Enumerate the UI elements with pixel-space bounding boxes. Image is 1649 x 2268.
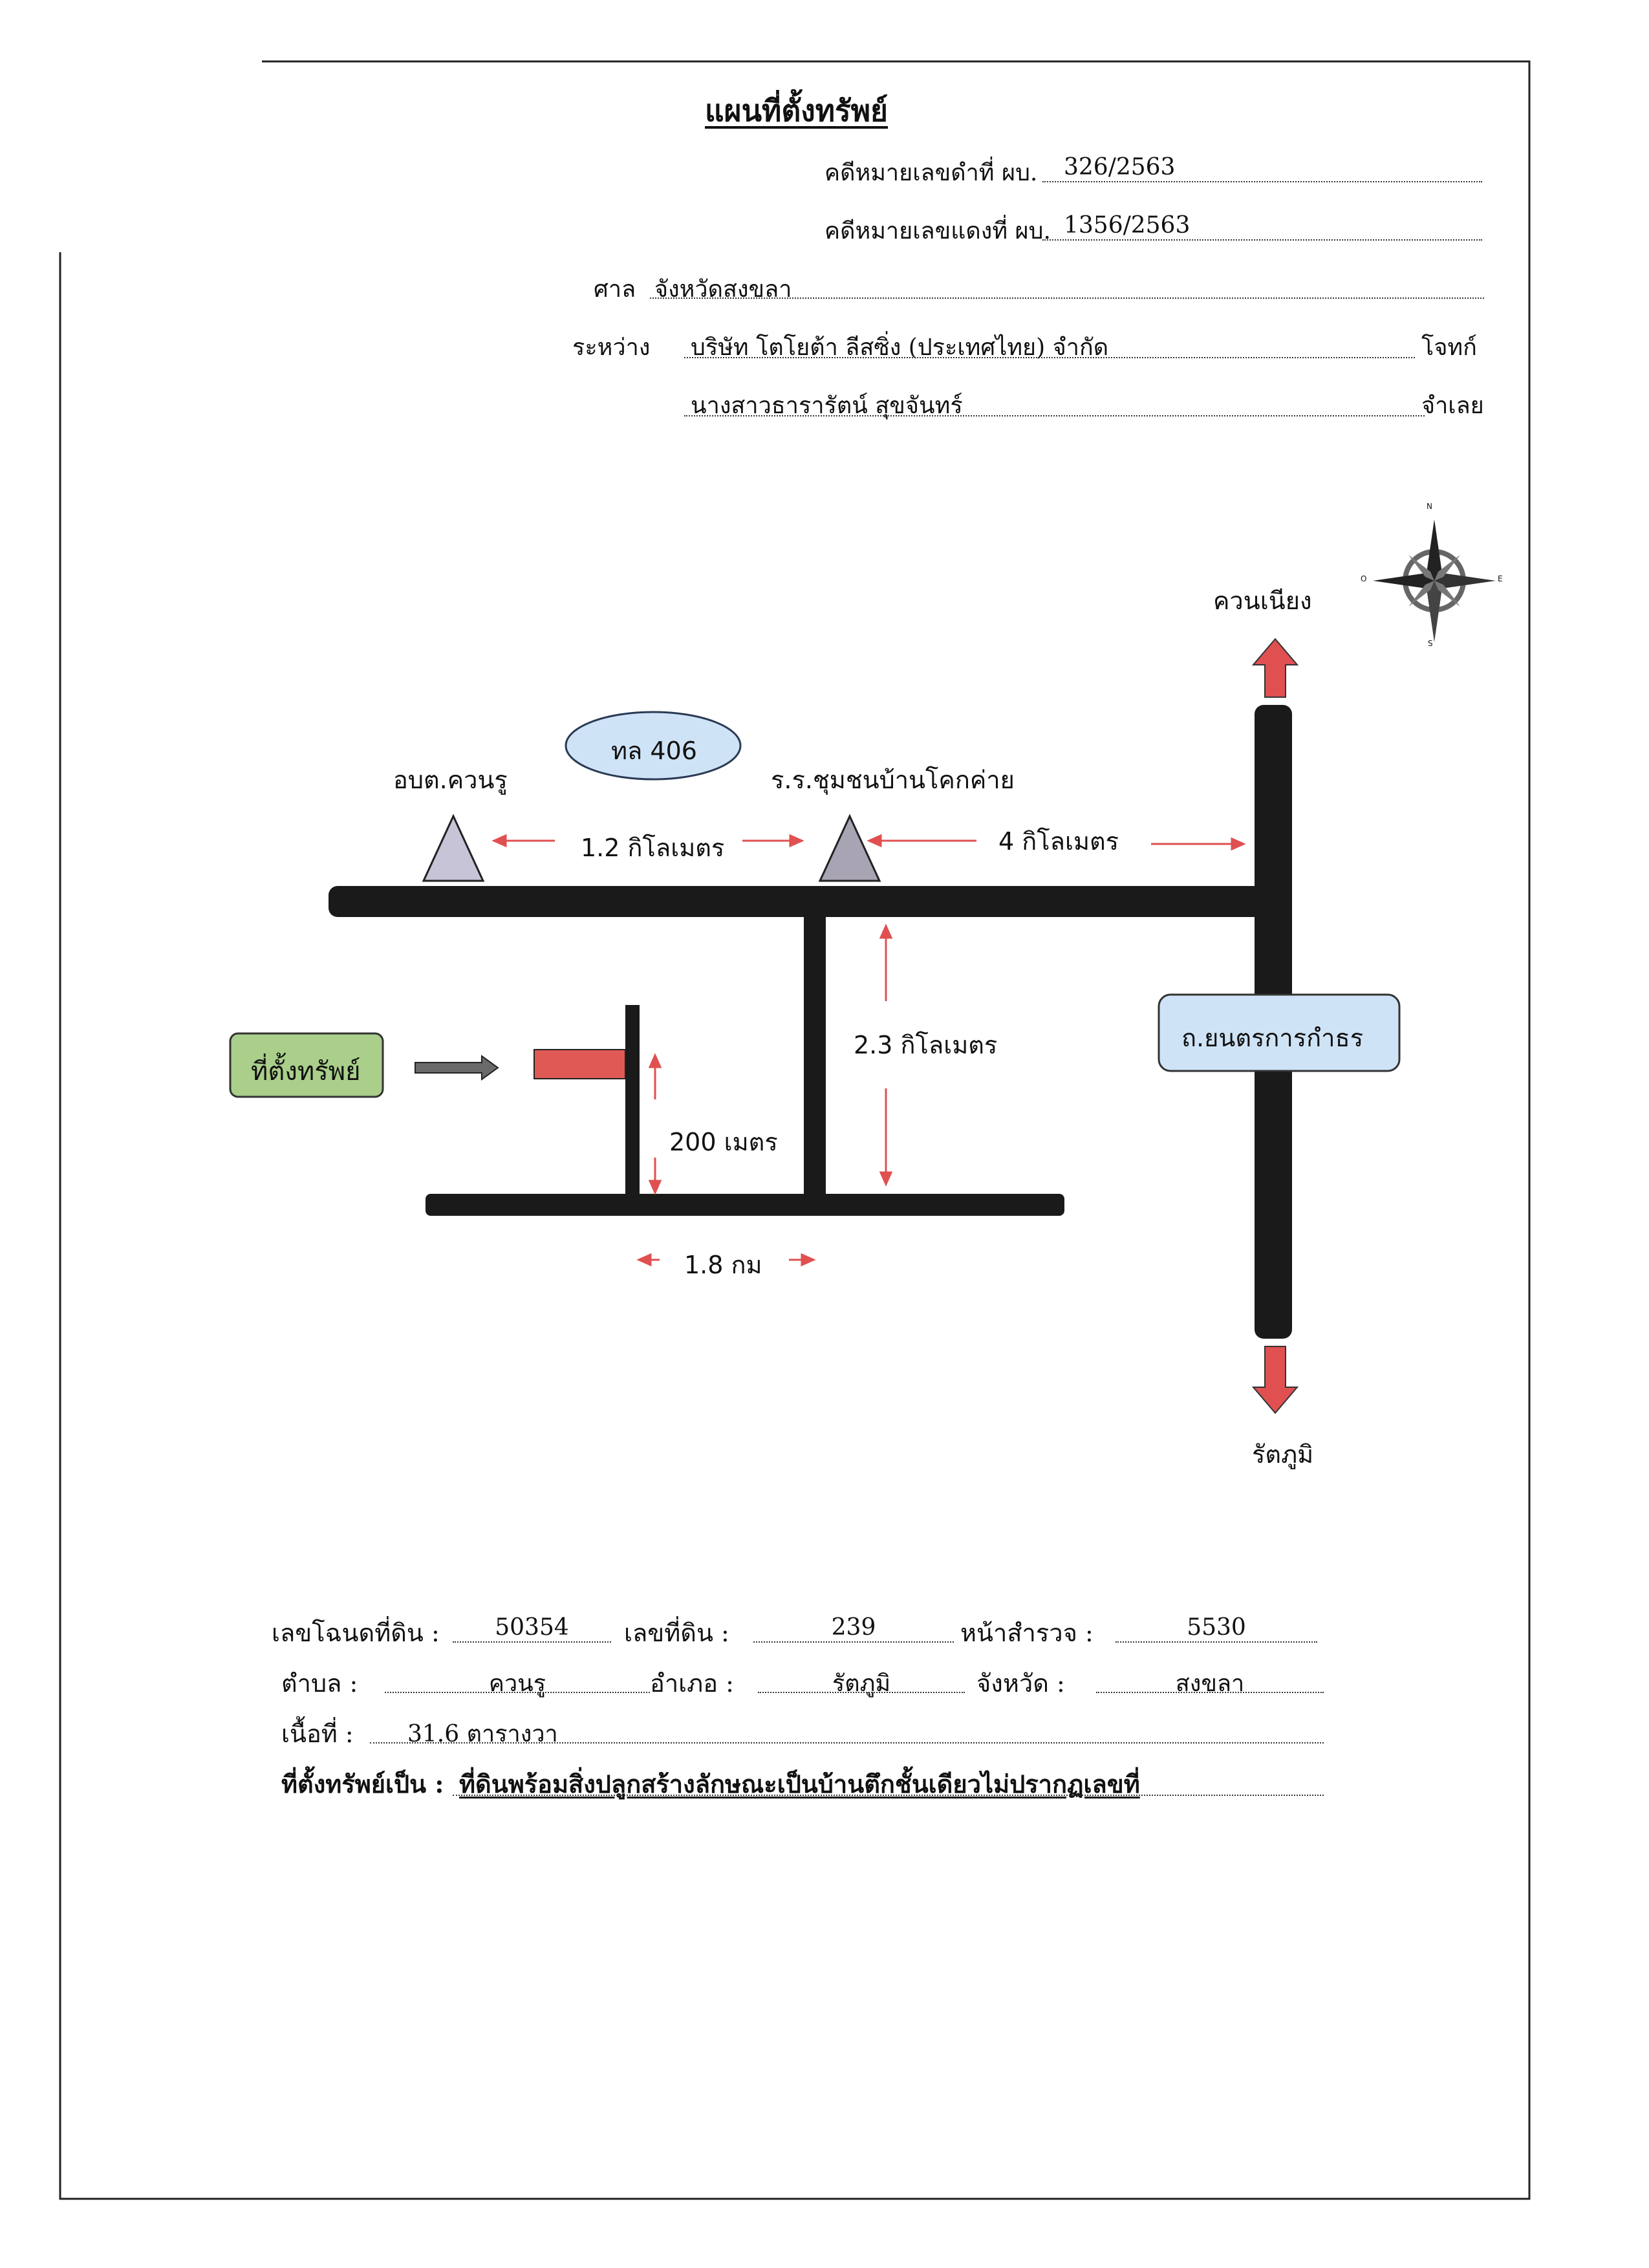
survey-page-value: 5530	[1187, 1614, 1246, 1641]
document-frame	[58, 58, 1533, 2202]
subdistrict-value: ควนรู	[488, 1670, 546, 1697]
defendant-role: จำเลย	[1421, 393, 1484, 419]
property-badge	[229, 1032, 384, 1098]
compass-e-label: E	[1498, 574, 1503, 583]
property-flag-icon	[534, 1049, 626, 1079]
property-type-label: ที่ตั้งทรัพย์เป็น :	[281, 1769, 444, 1798]
court-label: ศาล	[594, 276, 636, 303]
court-underline	[650, 297, 1484, 299]
landmark-left-triangle-icon	[422, 814, 485, 882]
defendant-underline	[684, 415, 1425, 416]
province-label: จังหวัด :	[976, 1669, 1065, 1698]
compass-n-label: N	[1427, 502, 1432, 511]
plaintiff-underline	[684, 357, 1415, 358]
plaintiff-role: โจทก์	[1421, 334, 1477, 361]
district-label: อำเภอ :	[650, 1669, 734, 1698]
area-underline	[370, 1742, 1324, 1744]
page-title: แผนที่ตั้งทรัพย์	[705, 93, 889, 128]
defendant-value: นางสาวธารารัตน์ สุขจันทร์	[691, 393, 963, 419]
land-no-value: 239	[831, 1614, 876, 1641]
pointer-arrow-icon	[415, 1055, 499, 1081]
south-destination-label: รัตภูมิ	[1252, 1440, 1314, 1469]
area-label: เนื้อที่ :	[281, 1720, 354, 1748]
red-case-underline	[1042, 239, 1482, 241]
dist-vertical-road: 2.3 กิโลเมตร	[854, 1031, 998, 1059]
dist-between-landmarks: 1.2 กิโลเมตร	[581, 834, 725, 862]
land-no-label: เลขที่ดิน :	[624, 1619, 729, 1647]
landmark-left-label: อบต.ควนรู	[393, 766, 508, 794]
road-name-badge	[1158, 993, 1401, 1072]
compass-s-label: S	[1428, 639, 1433, 648]
black-case-value: 326/2563	[1064, 154, 1176, 180]
north-destination-label: ควนเนียง	[1213, 587, 1312, 615]
deed-no-underline	[453, 1641, 611, 1643]
dist-to-property: 200 เมตร	[669, 1128, 778, 1156]
red-case-value: 1356/2563	[1064, 212, 1191, 239]
road-name-label: ถ.ยนตรการกำธร	[1181, 1024, 1364, 1052]
deed-no-label: เลขโฉนดที่ดิน :	[272, 1619, 440, 1647]
district-value: รัตภูมิ	[832, 1670, 891, 1697]
province-value: สงขลา	[1175, 1670, 1245, 1697]
red-case-label: คดีหมายเลขแดงที่ ผบ.	[824, 218, 1051, 244]
vertical-side-road	[804, 902, 826, 1200]
between-label: ระหว่าง	[572, 334, 651, 361]
highway-badge-label: ทล 406	[611, 737, 697, 765]
highway-badge	[565, 711, 742, 781]
dist-to-junction: 4 กิโลเมตร	[998, 827, 1119, 856]
area-value: 31.6 ตารางวา	[407, 1721, 558, 1747]
subdistrict-label: ตำบล :	[281, 1669, 358, 1698]
survey-page-label: หน้าสำรวจ :	[960, 1619, 1094, 1647]
compass-rose-icon	[1373, 519, 1496, 642]
property-lane	[625, 1005, 640, 1199]
landmark-right-label: ร.ร.ชุมชนบ้านโคกค่าย	[771, 766, 1015, 794]
landmark-right-triangle-icon	[818, 814, 881, 882]
black-case-underline	[1042, 181, 1482, 182]
land-no-underline	[753, 1641, 954, 1643]
district-underline	[758, 1692, 965, 1693]
plaintiff-value: บริษัท โตโยต้า ลีสซิ่ง (ประเทศไทย) จำกัด	[691, 334, 1109, 361]
subdistrict-underline	[385, 1692, 650, 1693]
deed-no-value: 50354	[495, 1614, 569, 1641]
property-type-underline	[453, 1795, 1324, 1796]
property-label: ที่ตั้งทรัพย์	[251, 1057, 361, 1086]
dist-lower-road: 1.8 กม	[684, 1251, 762, 1279]
black-case-label: คดีหมายเลขดำที่ ผบ.	[824, 160, 1038, 186]
property-type-value: ที่ดินพร้อมสิ่งปลูกสร้างลักษณะเป็นบ้านตึ…	[459, 1769, 1140, 1798]
north-arrow-icon	[1251, 638, 1299, 698]
distance-arrows	[491, 834, 1246, 1267]
province-underline	[1096, 1692, 1324, 1693]
compass-w-label: O	[1361, 574, 1367, 583]
south-arrow-icon	[1251, 1346, 1299, 1414]
survey-page-underline	[1116, 1641, 1317, 1643]
lower-road	[426, 1194, 1064, 1216]
